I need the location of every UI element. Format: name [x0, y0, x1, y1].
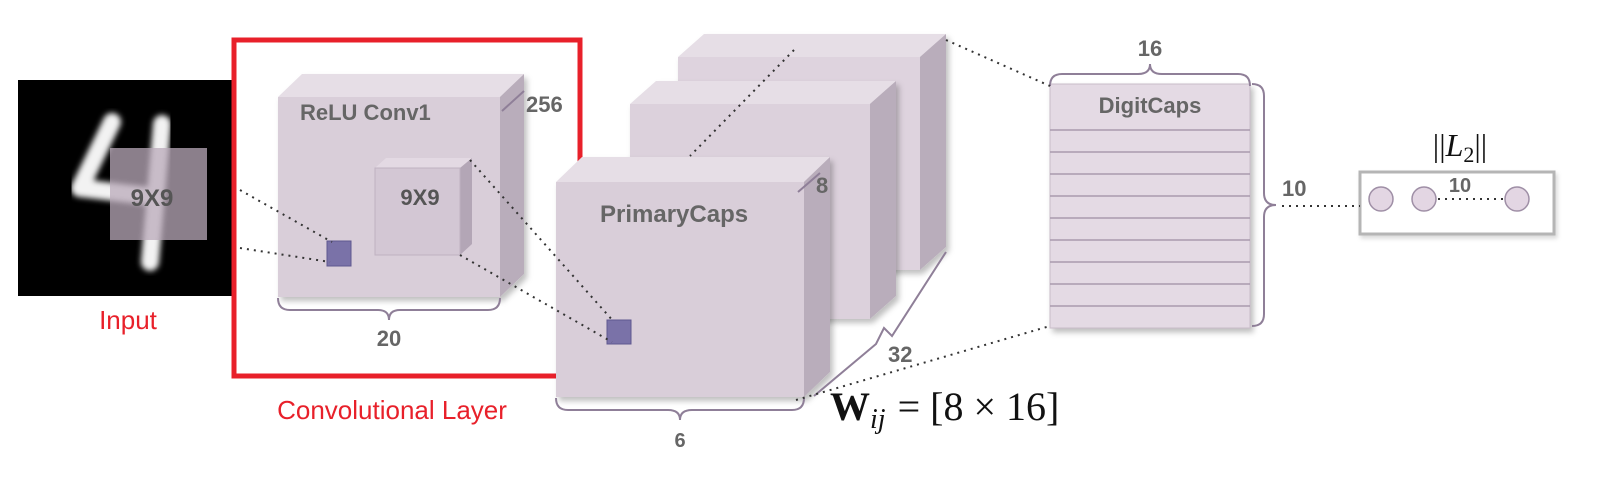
connector-lines: [239, 39, 1360, 401]
conv1-width-brace: [277, 297, 501, 321]
primarycaps-unit-square: [606, 319, 632, 345]
output-unit-circle-3: [1504, 186, 1530, 212]
primarycaps-title: PrimaryCaps: [600, 201, 748, 228]
conv1-title: ReLU Conv1: [300, 100, 431, 125]
conv1-kernel-cube: [374, 158, 472, 256]
convolutional-layer-caption: Convolutional Layer: [277, 395, 507, 425]
digitcaps-title: DigitCaps: [1099, 93, 1202, 118]
input-kernel-label: 9X9: [131, 185, 174, 212]
output-unit-circle-1: [1368, 186, 1394, 212]
primarycaps-depth-tick: [797, 172, 821, 193]
conv1-cube-side-face: [500, 74, 524, 297]
input-kernel-window: [110, 148, 207, 240]
input-image: 9X9: [18, 80, 236, 296]
primarycaps-front-cube: [556, 157, 830, 397]
primarycaps-width-brace: [555, 397, 805, 421]
input-caption: Input: [99, 305, 158, 335]
digitcaps-height-brace: [1251, 83, 1277, 327]
digitcaps-panel: [1049, 83, 1251, 329]
primarycaps-depth-label: 8: [816, 173, 828, 198]
conv1-unit-square: [326, 240, 352, 267]
digitcaps-width-label: 16: [1138, 36, 1162, 61]
conv1-kernel-label: 9X9: [400, 185, 439, 210]
primarycaps-count-brace: [813, 251, 947, 397]
weight-matrix-label: Wij= [8 × 16]: [830, 384, 1059, 435]
digitcaps-rows: [1050, 129, 1250, 307]
output-count-label: 10: [1449, 175, 1471, 197]
conv1-cube-top-face: [278, 74, 524, 97]
primarycaps-count-label: 32: [888, 342, 912, 367]
conv1-depth-label: 256: [526, 92, 563, 117]
primarycaps-width-label: 6: [674, 430, 685, 452]
output-unit-circle-2: [1411, 186, 1437, 212]
conv1-width-label: 20: [377, 326, 401, 351]
digitcaps-height-label: 10: [1282, 176, 1306, 201]
output-norm-label: ||L2||: [1433, 127, 1487, 167]
digitcaps-block: [1049, 83, 1251, 329]
digitcaps-width-brace: [1049, 63, 1251, 87]
conv1-depth-tick: [501, 90, 525, 112]
